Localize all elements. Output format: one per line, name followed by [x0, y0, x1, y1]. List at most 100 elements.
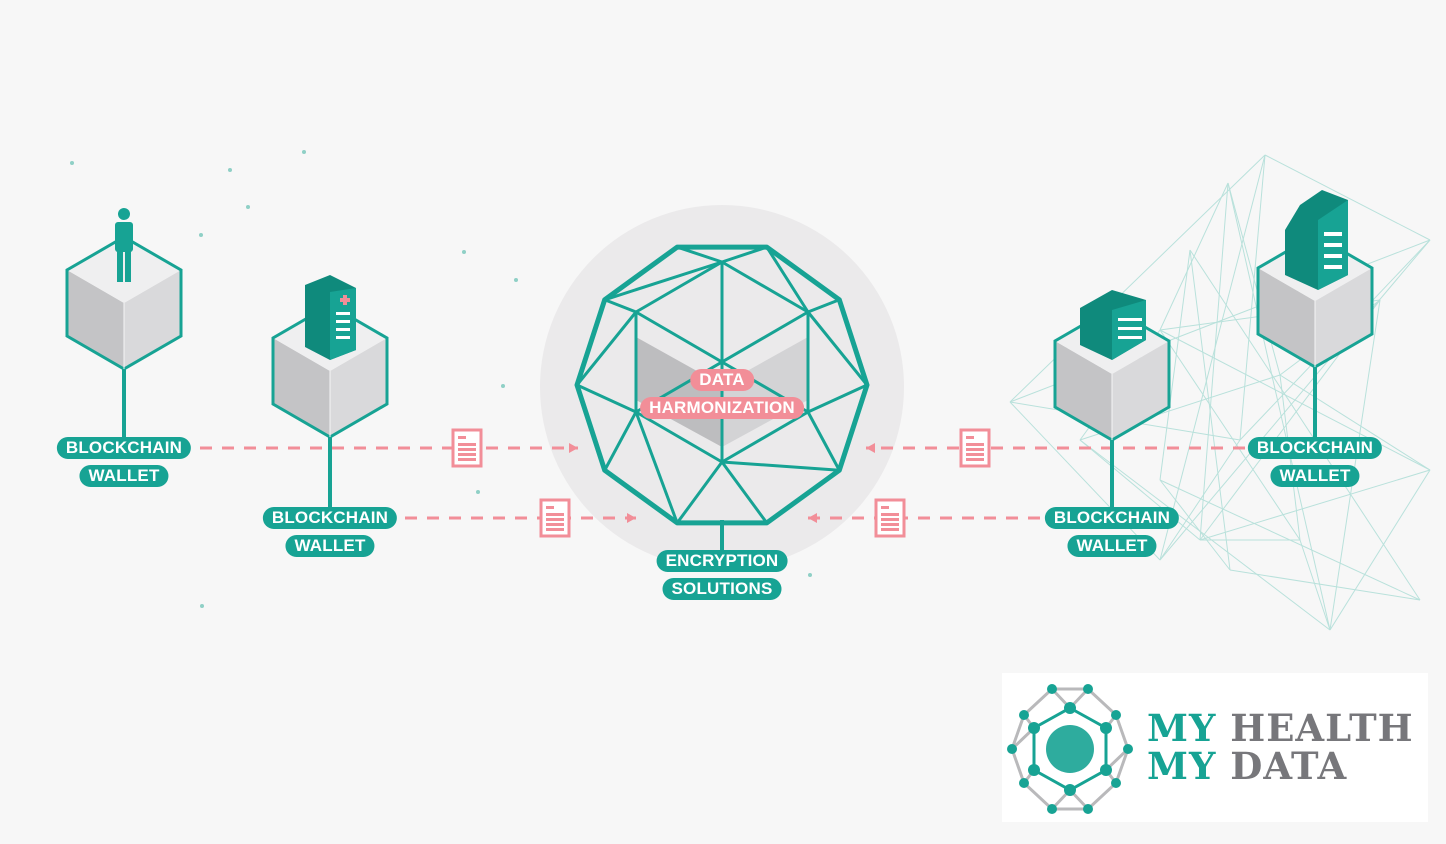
wallet-label-clinic-line2: WALLET: [1067, 535, 1157, 557]
network-line: [1159, 439, 1241, 561]
office-window: [1324, 254, 1342, 258]
clinic-building-icon: [1080, 290, 1146, 360]
wallet-label-office-line1: BLOCKCHAIN: [1247, 437, 1383, 459]
polyhedron-edge: [575, 311, 638, 386]
network-line: [1009, 154, 1266, 403]
document-icon-line: [966, 448, 984, 451]
document-icon-line: [458, 436, 466, 439]
logo-text-my-2: MY: [1147, 744, 1217, 788]
document-icon-line: [458, 458, 476, 461]
document-icon: [874, 498, 906, 538]
data-harmonization-label-line2: HARMONIZATION: [640, 397, 804, 419]
clinic-window: [1118, 327, 1142, 330]
wallet-label-patient-line2: WALLET: [79, 465, 169, 487]
network-line: [1159, 329, 1301, 541]
network-line: [1159, 479, 1231, 571]
hospital-cross: [343, 295, 347, 305]
network-line: [1239, 154, 1266, 441]
network-line: [1009, 401, 1161, 561]
particle-dot: [462, 250, 466, 254]
polyhedron-edge: [721, 245, 768, 264]
particle-dot: [70, 161, 74, 165]
wallet-label-hospital-line2: WALLET: [285, 535, 375, 557]
polyhedron-edge: [807, 383, 868, 414]
wallet-label-patient-line1: BLOCKCHAIN: [56, 437, 192, 459]
document-icon-line: [966, 443, 984, 446]
particle-dot: [246, 205, 250, 209]
document-icon: [451, 428, 483, 468]
polyhedron-edge: [720, 461, 769, 524]
document-icon-line: [881, 523, 899, 526]
network-line: [1189, 249, 1421, 601]
person-leg: [125, 248, 131, 282]
particle-dot: [228, 168, 232, 172]
document-icon-line: [546, 518, 564, 521]
network-line: [1329, 469, 1431, 631]
network-line: [1329, 299, 1381, 631]
document-icon-line: [458, 453, 476, 456]
logo-text-data: DATA: [1230, 744, 1348, 788]
polyhedron-edge: [604, 298, 637, 314]
hospital-window: [336, 328, 350, 331]
network-line: [1189, 249, 1231, 571]
network-line: [1199, 182, 1229, 541]
hospital-window: [336, 320, 350, 323]
person-body: [115, 222, 133, 252]
office-window: [1324, 243, 1342, 247]
logo-text-my-1: MY: [1147, 706, 1217, 750]
encryption-solutions-label-line1: ENCRYPTION: [656, 550, 788, 572]
polyhedron-edge: [576, 383, 637, 414]
my-health-my-data-logo: MY HEALTH MY DATA: [1002, 673, 1428, 822]
shaded-facet-right: [722, 337, 808, 447]
logo-text-health: HEALTH: [1230, 706, 1414, 750]
arrow-head-icon: [866, 443, 875, 453]
polyhedron-edge: [604, 260, 723, 302]
document-icon-line: [458, 448, 476, 451]
polyhedron-edge: [676, 245, 723, 264]
network-line: [1199, 469, 1431, 541]
document-icon-line: [881, 518, 899, 521]
polyhedron-edge: [721, 460, 840, 472]
polyhedron-edge: [806, 411, 841, 471]
network-line: [1227, 182, 1331, 631]
polyhedron-edge: [765, 246, 810, 313]
document-icon: [959, 428, 991, 468]
network-line: [1079, 439, 1331, 631]
hospital-window: [336, 312, 350, 315]
patient-node-cube: [65, 235, 183, 440]
wallet-label-hospital-line1: BLOCKCHAIN: [262, 507, 398, 529]
logo-network-icon: [1007, 684, 1133, 814]
hospital-node-cube: [271, 303, 389, 510]
document-icon: [539, 498, 571, 538]
wallet-label-office-line2: WALLET: [1270, 465, 1360, 487]
document-icon-line: [881, 513, 899, 516]
particle-dot: [808, 573, 812, 577]
arrow-head-icon: [569, 443, 578, 453]
network-line: [1159, 239, 1431, 561]
document-icon-line: [966, 436, 974, 439]
hospital-icon: [305, 275, 356, 360]
wallet-label-clinic-line1: BLOCKCHAIN: [1044, 507, 1180, 529]
particle-dot: [476, 490, 480, 494]
polyhedron-edge: [807, 298, 840, 314]
shaded-facet-left: [636, 337, 722, 447]
person-leg: [117, 248, 123, 282]
document-icon-line: [881, 528, 899, 531]
clinic-window: [1118, 318, 1142, 321]
encryption-solutions-label-line2: SOLUTIONS: [662, 578, 782, 600]
document-icon-line: [546, 506, 554, 509]
harmonization-polyhedron: [574, 244, 870, 526]
network-line: [1229, 569, 1421, 601]
document-icon-line: [458, 443, 476, 446]
polyhedron-edge: [806, 311, 869, 386]
polyhedron-edge: [603, 411, 638, 471]
hospital-window: [336, 336, 350, 339]
arrow-head-icon: [627, 513, 636, 523]
data-harmonization-label-line1: DATA: [690, 369, 754, 391]
network-line: [1159, 249, 1191, 481]
document-icon-line: [546, 513, 564, 516]
office-building-icon: [1285, 190, 1348, 290]
particle-dot: [501, 384, 505, 388]
document-icon-line: [966, 453, 984, 456]
